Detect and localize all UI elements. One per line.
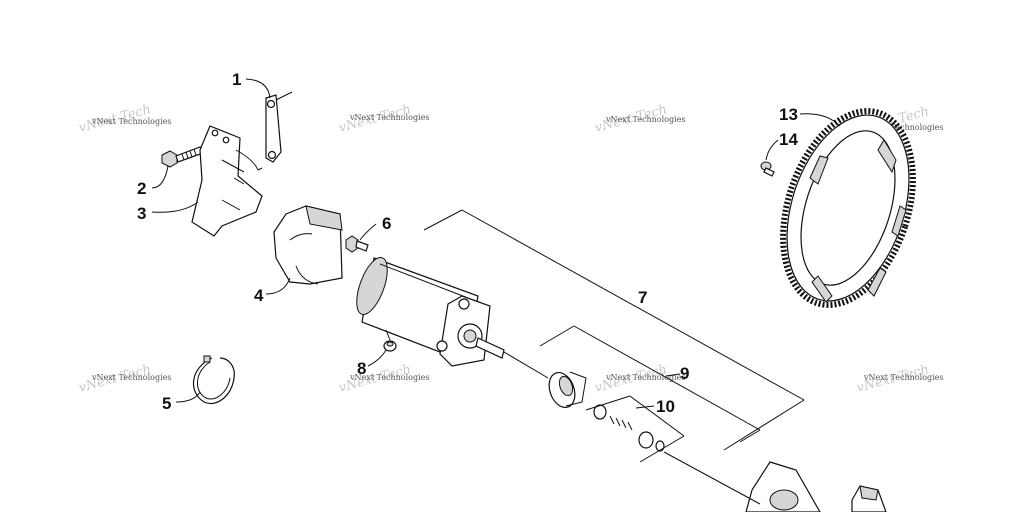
svg-text:vNext Technologies: vNext Technologies	[605, 373, 685, 382]
callout-13: 13	[779, 105, 798, 124]
part-7-starter-motor	[356, 257, 505, 367]
svg-text:vNext Technologies: vNext Technologies	[349, 373, 429, 382]
leader-10	[635, 405, 655, 409]
watermark-5: vNext Tech vNext Technologies	[77, 362, 171, 396]
assembly-bracket-10	[585, 395, 685, 463]
callout-14: 14	[779, 130, 798, 149]
svg-text:vNext Technologies: vNext Technologies	[91, 117, 171, 126]
watermark-2: vNext Tech vNext Technologies	[337, 102, 429, 136]
callout-5: 5	[162, 394, 171, 413]
assembly-bracket-7	[423, 209, 805, 451]
leader-13	[799, 113, 841, 127]
watermark-8: vNext Tech vNext Technologies	[855, 362, 943, 396]
leader-9	[665, 373, 681, 377]
part-8-nut	[383, 329, 397, 352]
callout-1: 1	[232, 70, 241, 89]
callout-8: 8	[357, 359, 366, 378]
svg-text:vNext Technologies: vNext Technologies	[863, 373, 943, 382]
leader-3	[151, 201, 199, 213]
callout-3: 3	[137, 204, 146, 223]
part-4-collar	[273, 205, 343, 285]
part-3-bracket	[191, 125, 263, 237]
callout-9: 9	[680, 364, 689, 383]
part-14-screw	[760, 161, 775, 177]
leader-8	[367, 349, 387, 367]
leader-2	[151, 165, 169, 189]
part-9-drive-pinion	[548, 371, 587, 409]
svg-text:vNext Technologies: vNext Technologies	[349, 113, 429, 122]
partial-housing	[745, 461, 821, 512]
leader-14	[765, 139, 779, 161]
callout-6: 6	[382, 214, 391, 233]
part-10-spring-kit	[593, 404, 665, 452]
part-1-strap	[265, 91, 293, 163]
callout-7: 7	[638, 288, 647, 307]
part-2-bolt	[161, 146, 204, 168]
leader-6	[359, 223, 377, 241]
drive-axis-line	[663, 451, 761, 505]
partial-block	[851, 485, 887, 512]
svg-text:vNext Technologies: vNext Technologies	[605, 115, 685, 124]
svg-text:vNext Technologies: vNext Technologies	[863, 123, 943, 132]
watermark-6: vNext Tech vNext Technologies	[337, 362, 429, 396]
assembly-bracket-9	[539, 325, 761, 443]
callout-4: 4	[254, 286, 264, 305]
leader-1	[245, 78, 271, 99]
part-13-ring-gear	[780, 108, 916, 308]
svg-text:vNext Technologies: vNext Technologies	[91, 373, 171, 382]
callout-10: 10	[656, 397, 675, 416]
watermark-1: vNext Tech vNext Technologies	[77, 102, 171, 136]
leader-4	[265, 277, 291, 295]
part-6-screw	[345, 235, 369, 253]
part-5-retaining-ring	[192, 355, 235, 405]
leader-5	[175, 391, 201, 403]
shaft-axis-line	[503, 351, 549, 379]
callout-2: 2	[137, 179, 146, 198]
watermark-3: vNext Tech vNext Technologies	[593, 102, 685, 136]
watermark-7: vNext Tech vNext Technologies	[593, 362, 685, 396]
